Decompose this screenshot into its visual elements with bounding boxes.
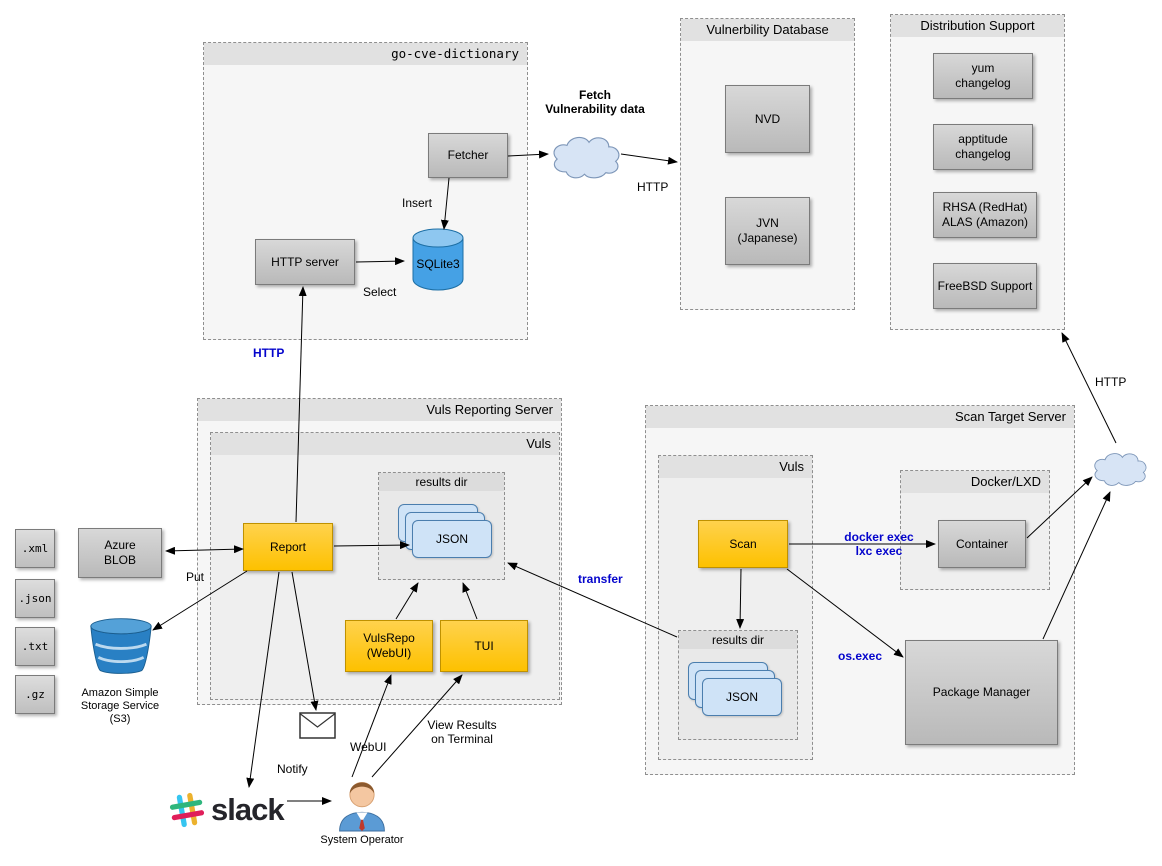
vulnerability-database-title: Vulnerbility Database bbox=[681, 19, 854, 41]
fetch-vulnerability-data-label: Fetch Vulnerability data bbox=[545, 88, 645, 117]
tui-node: TUI bbox=[440, 620, 528, 672]
webui-label: WebUI bbox=[350, 740, 387, 754]
reporting-json-label: JSON bbox=[435, 532, 468, 546]
file-txt: .txt bbox=[15, 627, 55, 666]
cloud-icon bbox=[553, 136, 620, 179]
slack-hash-icon bbox=[169, 792, 205, 828]
slack-logo: slack bbox=[168, 788, 288, 832]
vulsrepo-node: VulsRepo (WebUI) bbox=[345, 620, 433, 672]
file-gz-label: .gz bbox=[25, 688, 45, 701]
freebsd-support-node: FreeBSD Support bbox=[933, 263, 1037, 309]
os-exec-label: os.exec bbox=[838, 649, 883, 663]
http-fetch-label: HTTP bbox=[637, 180, 669, 194]
scan-vuls-title: Vuls bbox=[659, 456, 812, 478]
http-dist-label: HTTP bbox=[1095, 375, 1127, 389]
reporting-results-dir-title: results dir bbox=[379, 473, 504, 491]
container-label: Container bbox=[955, 536, 1009, 551]
yum-changelog-node: yum changelog bbox=[933, 53, 1033, 99]
freebsd-support-label: FreeBSD Support bbox=[937, 278, 1033, 293]
envelope-icon bbox=[299, 712, 336, 739]
file-xml-label: .xml bbox=[21, 542, 49, 555]
cloud-icon bbox=[1094, 453, 1147, 486]
arrow-cloud-to-vulndb bbox=[620, 153, 678, 165]
file-json-label: .json bbox=[18, 592, 52, 605]
docker-lxc-exec-label: docker exec lxc exec bbox=[844, 530, 914, 559]
container-node: Container bbox=[938, 520, 1026, 568]
container-go-cve-dictionary: go-cve-dictionary bbox=[203, 42, 528, 340]
jvn-label: JVN (Japanese) bbox=[737, 216, 798, 245]
tui-label: TUI bbox=[474, 638, 494, 653]
system-operator-label: System Operator bbox=[320, 834, 404, 846]
distribution-support-title: Distribution Support bbox=[891, 15, 1064, 37]
package-manager-label: Package Manager bbox=[932, 685, 1031, 699]
rhsa-alas-node: RHSA (RedHat) ALAS (Amazon) bbox=[933, 192, 1037, 238]
system-operator-avatar bbox=[334, 774, 390, 832]
notify-label: Notify bbox=[277, 762, 308, 776]
scan-target-server-title: Scan Target Server bbox=[646, 406, 1074, 428]
internet-cloud-icon-right bbox=[1090, 444, 1150, 490]
nvd-node: NVD bbox=[725, 85, 810, 153]
file-xml: .xml bbox=[15, 529, 55, 568]
nvd-label: NVD bbox=[754, 111, 781, 126]
put-label: Put bbox=[186, 570, 205, 584]
s3-bucket-icon bbox=[88, 616, 154, 678]
vuls-reporting-server-title: Vuls Reporting Server bbox=[198, 399, 561, 421]
jvn-node: JVN (Japanese) bbox=[725, 197, 810, 265]
s3-caption: Amazon Simple Storage Service (S3) bbox=[80, 687, 160, 726]
fetcher-label: Fetcher bbox=[447, 148, 489, 162]
http-server-label: HTTP server bbox=[271, 254, 339, 269]
transfer-label: transfer bbox=[578, 572, 623, 586]
file-gz: .gz bbox=[15, 675, 55, 714]
http-report-label: HTTP bbox=[253, 346, 285, 360]
apptitude-changelog-node: apptitude changelog bbox=[933, 124, 1033, 170]
apptitude-changelog-label: apptitude changelog bbox=[955, 132, 1011, 161]
vulsrepo-label: VulsRepo (WebUI) bbox=[363, 631, 415, 660]
scan-json-card-front: JSON bbox=[702, 678, 782, 716]
http-server-node: HTTP server bbox=[255, 239, 355, 285]
bucket-icon bbox=[90, 618, 152, 674]
reporting-vuls-title: Vuls bbox=[211, 433, 559, 455]
scan-node: Scan bbox=[698, 520, 788, 568]
database-cylinder-icon bbox=[412, 228, 464, 291]
azure-blob-node: Azure BLOB bbox=[78, 528, 162, 578]
view-results-label: View Results on Terminal bbox=[427, 718, 497, 747]
file-json: .json bbox=[15, 579, 55, 618]
report-node: Report bbox=[243, 523, 333, 571]
container-vulnerability-database: Vulnerbility Database bbox=[680, 18, 855, 310]
sqlite3-node: SQLite3 bbox=[408, 227, 468, 292]
select-label: Select bbox=[363, 285, 397, 299]
slack-wordmark: slack bbox=[211, 792, 285, 827]
insert-label: Insert bbox=[402, 196, 433, 210]
scan-results-dir-title: results dir bbox=[679, 631, 797, 649]
file-txt-label: .txt bbox=[21, 640, 49, 653]
sqlite3-label: SQLite3 bbox=[416, 257, 460, 271]
go-cve-dictionary-title: go-cve-dictionary bbox=[204, 43, 527, 65]
person-icon bbox=[339, 782, 385, 832]
docker-lxd-title: Docker/LXD bbox=[901, 471, 1049, 493]
scan-label: Scan bbox=[729, 536, 757, 551]
fetcher-node: Fetcher bbox=[428, 133, 508, 178]
mail-icon bbox=[299, 712, 336, 739]
report-label: Report bbox=[269, 539, 307, 554]
package-manager-node: Package Manager bbox=[905, 640, 1058, 745]
internet-cloud-icon-top bbox=[548, 127, 624, 182]
rhsa-alas-label: RHSA (RedHat) ALAS (Amazon) bbox=[941, 200, 1029, 229]
scan-json-label: JSON bbox=[725, 690, 758, 704]
yum-changelog-label: yum changelog bbox=[955, 61, 1011, 90]
azure-blob-label: Azure BLOB bbox=[103, 538, 136, 567]
reporting-json-card-front: JSON bbox=[412, 520, 492, 558]
